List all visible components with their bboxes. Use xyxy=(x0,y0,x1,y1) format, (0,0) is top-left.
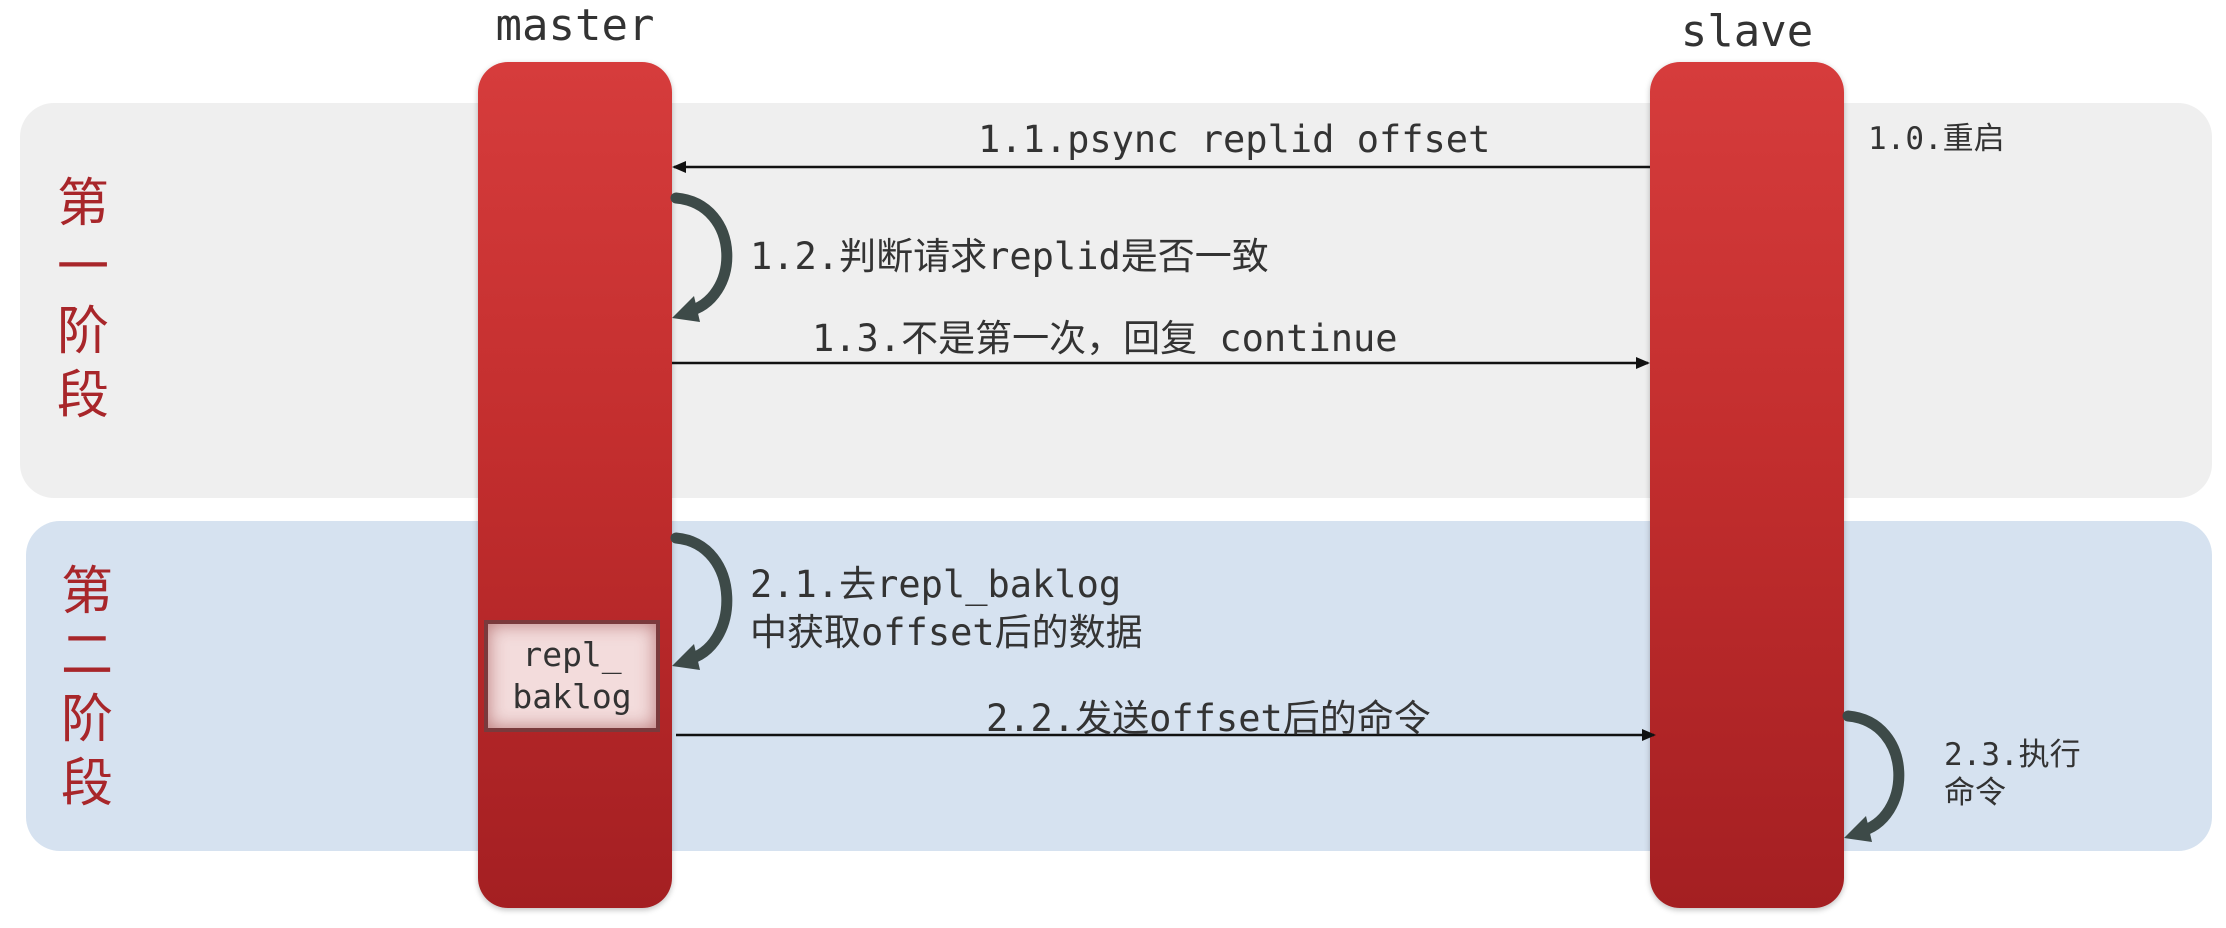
self-loop-2-3-icon xyxy=(1842,710,1905,838)
phase-two-panel xyxy=(26,521,2212,851)
master-lifeline xyxy=(478,62,672,908)
slave-title: slave xyxy=(1680,6,1814,57)
backlog-label-line2: baklog xyxy=(512,677,632,716)
master-title: master xyxy=(495,0,655,51)
phase-one-panel xyxy=(20,103,2212,498)
slave-lifeline xyxy=(1650,62,1844,908)
note-execute-line1: 2.3.执行 xyxy=(1944,737,2081,773)
phase-two-label: 第二阶段 xyxy=(60,562,113,814)
self-loop-1-2-icon xyxy=(670,192,733,318)
backlog-label-line1: repl_ xyxy=(522,635,622,674)
message-check-replid: 1.2.判断请求replid是否一致 xyxy=(750,235,1269,278)
repl-backlog-box: repl_ baklog xyxy=(484,620,660,732)
self-loop-2-1-icon xyxy=(670,532,733,666)
message-backlog-line1: 2.1.去repl_baklog xyxy=(750,563,1122,606)
message-psync: 1.1.psync replid offset xyxy=(978,118,1491,161)
message-backlog-line2: 中获取offset后的数据 xyxy=(750,611,1143,654)
note-execute-line2: 命令 xyxy=(1944,775,2006,811)
message-continue: 1.3.不是第一次，回复 continue xyxy=(812,317,1398,360)
message-send-commands: 2.2.发送offset后的命令 xyxy=(986,697,1431,740)
phase-one-label: 第一阶段 xyxy=(56,174,109,426)
note-restart: 1.0.重启 xyxy=(1868,121,2005,157)
